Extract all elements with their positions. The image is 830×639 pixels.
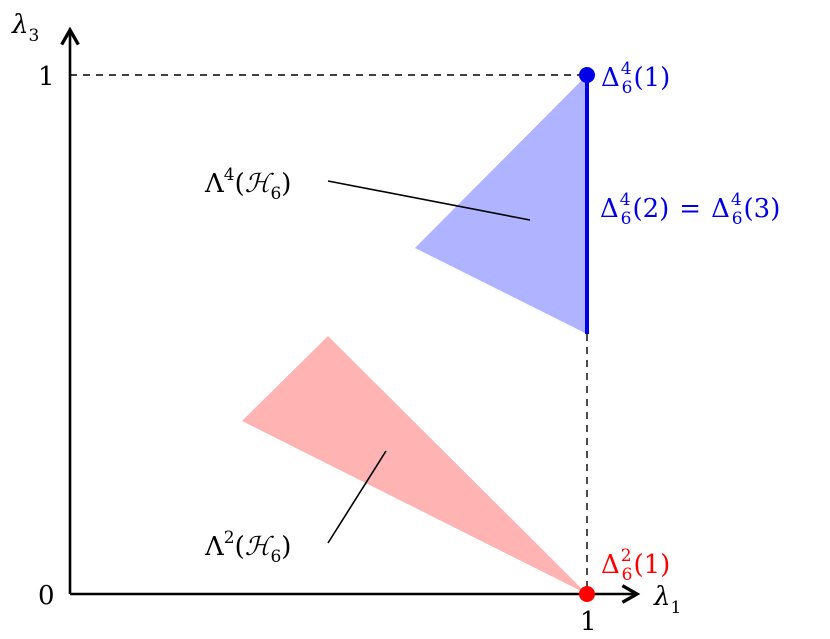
lambda4-region xyxy=(415,75,587,334)
origin-tick-0: 0 xyxy=(38,581,55,611)
lambda2-region-label: Λ2(ℋ6) xyxy=(204,528,291,567)
lambda2-leader xyxy=(327,450,387,544)
lambda4-leader xyxy=(327,180,531,221)
x-tick-1: 1 xyxy=(580,607,597,637)
y-axis-label: λ3 xyxy=(11,10,39,46)
delta4-1-point xyxy=(579,67,595,83)
delta2-1-point xyxy=(579,586,595,602)
x-axis-label: λ1 xyxy=(653,582,681,618)
lambda2-region xyxy=(242,336,587,594)
lambda4-region-label: Λ4(ℋ6) xyxy=(204,165,291,204)
y-tick-1: 1 xyxy=(38,62,55,92)
